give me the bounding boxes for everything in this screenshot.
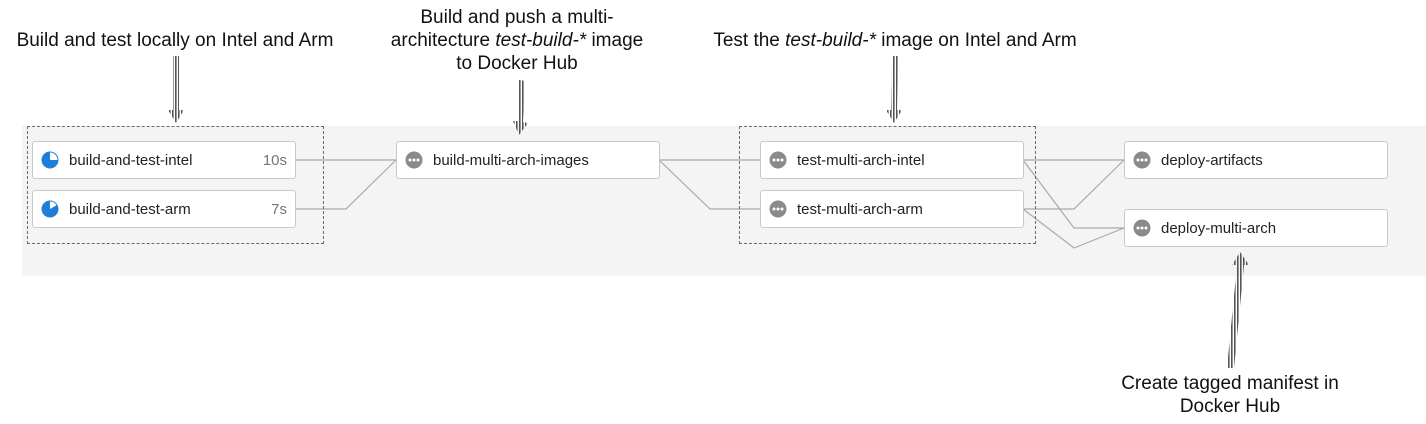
annotation-push-image: Build and push a multi- architecture tes… (362, 6, 672, 75)
pending-icon (1133, 151, 1151, 169)
annotation-text: architecture (390, 30, 496, 51)
annotation-manifest: Create tagged manifest in Docker Hub (1100, 372, 1360, 418)
job-label: deploy-multi-arch (1161, 219, 1277, 237)
annotation-emphasis: test-build-* (495, 30, 587, 51)
job-label: build-and-test-intel (69, 151, 193, 169)
running-icon (41, 200, 59, 218)
arrow-down-icon (513, 80, 528, 135)
pending-icon (769, 151, 787, 169)
connector-test-arm-to-deploy-artifacts (1023, 159, 1125, 210)
annotation-text: Test the (713, 30, 786, 51)
annotation-line: Create tagged manifest in (1121, 373, 1339, 394)
annotation-emphasis: test-build-* (785, 30, 876, 51)
job-label: build-and-test-arm (69, 200, 191, 218)
connector-test-arm-to-deploy-multi-arch (1022, 208, 1125, 249)
annotation-text: image (586, 30, 644, 51)
job-build-and-test-intel[interactable]: build-and-test-intel 10s (32, 141, 296, 179)
job-build-and-test-arm[interactable]: build-and-test-arm 7s (32, 190, 296, 228)
test-group (739, 126, 1036, 244)
arrow-down-icon (886, 56, 902, 123)
connector-arm-to-images (296, 159, 397, 210)
annotation-text: image on Intel and Arm (875, 30, 1077, 51)
pending-icon (769, 200, 787, 218)
local-build-group (27, 126, 324, 244)
annotation-local-build: Build and test locally on Intel and Arm (0, 29, 350, 52)
annotation-line: to Docker Hub (456, 53, 578, 74)
job-deploy-artifacts[interactable]: deploy-artifacts (1124, 141, 1388, 179)
job-test-multi-arch-intel[interactable]: test-multi-arch-intel (760, 141, 1024, 179)
annotation-text: Build and test locally on Intel and Arm (16, 30, 334, 51)
job-label: test-multi-arch-arm (797, 200, 923, 218)
arrow-up-icon (1227, 252, 1249, 368)
job-deploy-multi-arch[interactable]: deploy-multi-arch (1124, 209, 1388, 247)
annotation-line: architecture test-build-* image (362, 29, 672, 52)
arrow-down-icon (168, 56, 184, 123)
job-label: deploy-artifacts (1161, 151, 1263, 169)
job-duration: 10s (262, 151, 287, 169)
connector-test-intel-to-deploy-multi-arch (1022, 159, 1124, 229)
pending-icon (1133, 219, 1151, 237)
job-test-multi-arch-arm[interactable]: test-multi-arch-arm (760, 190, 1024, 228)
job-label: build-multi-arch-images (433, 151, 589, 169)
connector-images-to-test-arm (658, 159, 760, 210)
annotation-test-image: Test the test-build-* image on Intel and… (690, 29, 1100, 52)
annotation-line: Docker Hub (1179, 396, 1281, 417)
job-label: test-multi-arch-intel (797, 151, 925, 169)
job-duration: 7s (271, 200, 287, 218)
running-icon (41, 151, 59, 169)
annotation-line: Build and push a multi- (420, 7, 614, 28)
job-build-multi-arch-images[interactable]: build-multi-arch-images (396, 141, 660, 179)
pending-icon (405, 151, 423, 169)
